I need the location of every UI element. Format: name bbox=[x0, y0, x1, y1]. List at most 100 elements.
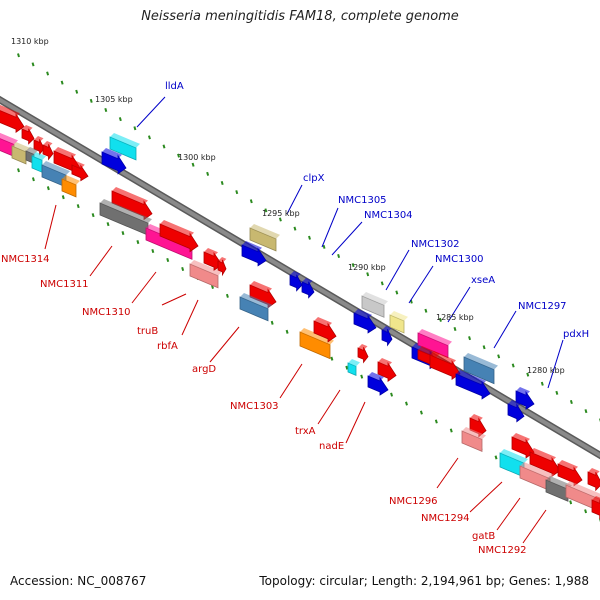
gene-label: lldA bbox=[165, 81, 184, 92]
gene-body bbox=[361, 295, 385, 318]
gene-top-face bbox=[456, 370, 486, 385]
gene-top-face bbox=[42, 161, 70, 176]
leader-line bbox=[496, 497, 521, 531]
tick-mark bbox=[249, 199, 253, 204]
tick-mark bbox=[360, 374, 364, 379]
gene-feature bbox=[289, 271, 303, 292]
tick-mark bbox=[17, 168, 20, 173]
tick-mark bbox=[264, 208, 268, 213]
leader-line bbox=[408, 265, 434, 304]
scale-label: 1290 kbp bbox=[348, 263, 386, 272]
gene-top-face bbox=[354, 309, 372, 319]
gene-top-face bbox=[430, 351, 456, 365]
gene-label: NMC1296 bbox=[389, 496, 438, 507]
gene-feature bbox=[529, 448, 561, 478]
tick-mark bbox=[366, 272, 370, 277]
tick-mark bbox=[569, 399, 573, 405]
gene-feature bbox=[42, 141, 54, 161]
gene-label: NMC1304 bbox=[364, 210, 413, 221]
tick-mark bbox=[569, 500, 573, 505]
gene-top-face bbox=[592, 496, 600, 504]
gene-feature bbox=[313, 317, 337, 343]
gene-top-face bbox=[204, 248, 218, 257]
gene-feature bbox=[71, 161, 89, 182]
tick-mark bbox=[424, 308, 428, 313]
gene-feature bbox=[217, 257, 227, 277]
gene-feature bbox=[507, 400, 525, 423]
gene-label: NMC1310 bbox=[82, 307, 131, 318]
gene-top-face bbox=[302, 278, 313, 285]
gene-top-face bbox=[314, 317, 332, 327]
tick-mark bbox=[540, 381, 544, 386]
tick-mark bbox=[211, 284, 214, 289]
tick-mark bbox=[285, 329, 289, 334]
leader-line bbox=[131, 271, 157, 304]
tick-mark bbox=[497, 354, 501, 359]
gene-top-face bbox=[368, 372, 384, 382]
tick-mark bbox=[225, 293, 229, 298]
leader-line bbox=[522, 509, 547, 544]
gene-top-face bbox=[512, 433, 530, 443]
gene-feature bbox=[101, 148, 127, 175]
tick-mark bbox=[405, 401, 408, 406]
tick-mark bbox=[106, 222, 110, 227]
gene-feature bbox=[361, 292, 388, 318]
tick-mark bbox=[351, 263, 355, 268]
leader-line bbox=[493, 310, 517, 349]
tick-mark bbox=[133, 126, 137, 131]
tick-mark bbox=[151, 248, 155, 254]
scale-label: 1280 kbp bbox=[527, 366, 565, 375]
gene-label: NMC1302 bbox=[411, 239, 460, 250]
gene-top-face bbox=[0, 132, 18, 145]
gene-feature bbox=[109, 133, 140, 161]
gene-feature bbox=[389, 311, 408, 334]
gene-feature bbox=[381, 326, 393, 347]
gene-feature bbox=[367, 372, 389, 396]
gene-top-face bbox=[100, 199, 152, 224]
gene-top-face bbox=[12, 142, 30, 152]
tick-mark bbox=[494, 455, 498, 460]
scale-label: 1285 kbp bbox=[436, 313, 474, 322]
gene-feature bbox=[455, 370, 491, 400]
gene-top-face bbox=[520, 462, 554, 479]
label-leader-lines bbox=[44, 96, 564, 544]
gene-feature bbox=[347, 359, 360, 376]
gene-feature bbox=[461, 427, 486, 453]
gene-feature bbox=[591, 496, 600, 520]
tick-mark bbox=[278, 217, 282, 222]
gene-top-face bbox=[218, 257, 227, 263]
tick-mark bbox=[166, 257, 170, 263]
tick-marks bbox=[17, 53, 600, 523]
map-title: Neisseria meningitidis FAM18, complete g… bbox=[141, 9, 459, 24]
gene-feature bbox=[21, 125, 35, 145]
tick-mark bbox=[337, 253, 341, 259]
tick-mark bbox=[46, 71, 50, 76]
leader-line bbox=[469, 481, 503, 513]
tick-mark bbox=[75, 89, 79, 94]
gene-top-face bbox=[290, 271, 301, 278]
gene-feature bbox=[249, 224, 280, 252]
gene-label: gatB bbox=[472, 531, 495, 542]
tick-mark bbox=[235, 190, 239, 195]
leader-line bbox=[317, 389, 341, 425]
gene-body bbox=[461, 430, 483, 453]
tick-mark bbox=[206, 171, 210, 176]
tick-mark bbox=[147, 135, 151, 140]
gene-feature bbox=[299, 328, 334, 360]
gene-feature bbox=[31, 152, 46, 173]
gene-feature bbox=[61, 175, 80, 198]
gene-top-face bbox=[0, 104, 20, 118]
tick-mark bbox=[395, 290, 399, 295]
gene-label: NMC1294 bbox=[421, 513, 470, 524]
gene-top-face bbox=[530, 448, 556, 462]
tick-mark bbox=[330, 356, 334, 361]
tick-mark bbox=[104, 107, 108, 113]
gene-feature bbox=[463, 353, 498, 385]
gene-label: argD bbox=[192, 364, 216, 375]
gene-top-face bbox=[240, 293, 272, 309]
leader-line bbox=[136, 96, 166, 128]
gene-top-face bbox=[112, 187, 148, 205]
leader-line bbox=[321, 207, 339, 248]
gene-feature bbox=[0, 104, 25, 134]
